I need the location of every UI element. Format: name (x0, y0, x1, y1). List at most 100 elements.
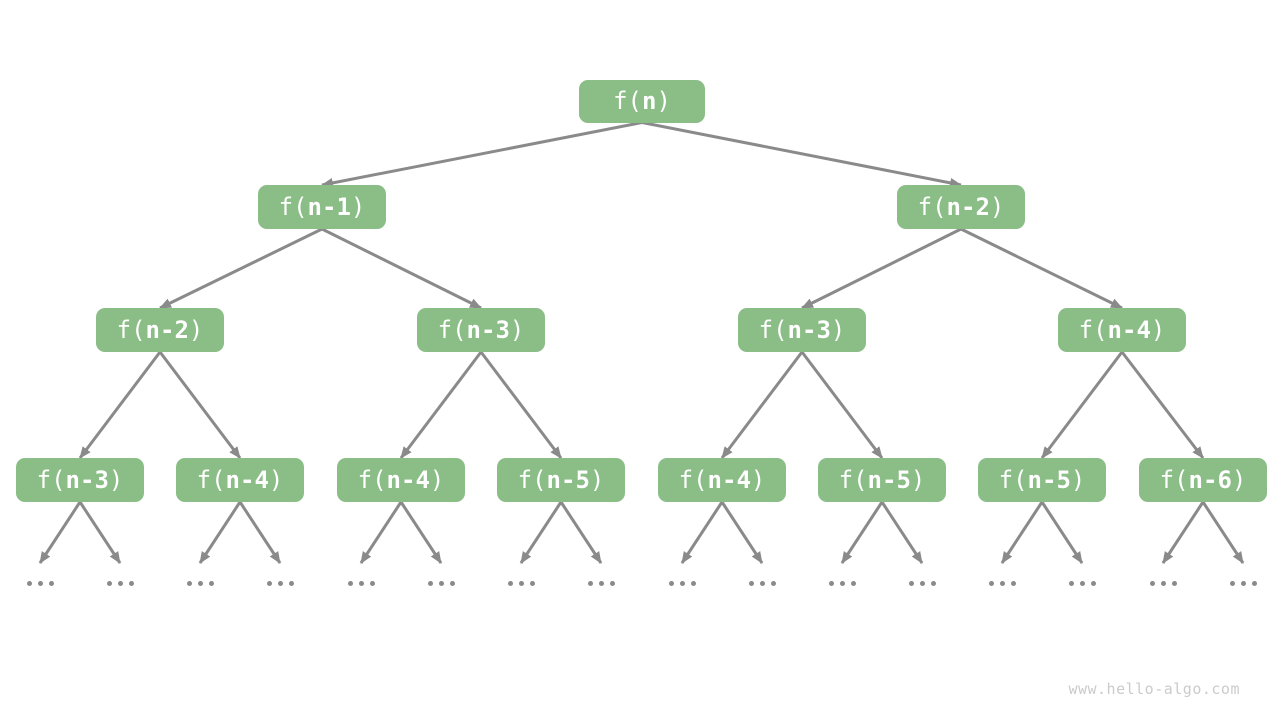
node-label-prefix: f( (196, 466, 226, 494)
ellipsis-dot (588, 581, 593, 586)
ellipsis-node-e12 (989, 581, 1016, 586)
node-label-suffix: ) (750, 466, 766, 494)
edge-arrow (960, 227, 1123, 310)
edge-arrow (158, 351, 242, 459)
edge-arrow (399, 501, 443, 564)
edge-arrow (880, 501, 924, 564)
node-label-suffix: ) (268, 466, 284, 494)
ellipsis-dot (428, 581, 433, 586)
node-label-suffix: ) (989, 193, 1005, 221)
ellipsis-dot (1161, 581, 1166, 586)
ellipsis-dot (989, 581, 994, 586)
node-label-prefix: f( (1159, 466, 1189, 494)
ellipsis-node-e13 (1069, 581, 1096, 586)
ellipsis-dot (1080, 581, 1085, 586)
node-label-arg: n-4 (707, 466, 751, 494)
ellipsis-dot (359, 581, 364, 586)
ellipsis-dot (1011, 581, 1016, 586)
node-label-prefix: f( (613, 87, 642, 115)
ellipsis-node-e1 (107, 581, 134, 586)
node-label-arg: n-2 (946, 193, 990, 221)
ellipsis-dot (909, 581, 914, 586)
edge-arrow (1201, 501, 1245, 564)
node-label-suffix: ) (108, 466, 124, 494)
tree-node-n0: f(n) (579, 79, 705, 123)
watermark: www.hello-algo.com (1068, 680, 1240, 698)
node-label-arg: n-1 (307, 193, 351, 221)
node-label-prefix: f( (36, 466, 66, 494)
ellipsis-dot (920, 581, 925, 586)
node-label-arg: n-4 (225, 466, 269, 494)
ellipsis-dot (209, 581, 214, 586)
node-label-prefix: f( (116, 316, 146, 344)
node-label-prefix: f( (758, 316, 788, 344)
tree-node-n14: f(n-6) (1139, 458, 1267, 502)
ellipsis-node-e2 (187, 581, 214, 586)
ellipsis-dot (289, 581, 294, 586)
tree-node-n1: f(n-1) (258, 185, 386, 229)
edge-arrow (38, 501, 82, 564)
ellipsis-dot (267, 581, 272, 586)
tree-node-n5: f(n-3) (738, 308, 866, 352)
edge-arrow (720, 351, 804, 459)
ellipsis-dot (669, 581, 674, 586)
edge-arrow (321, 227, 482, 310)
ellipsis-dot (1069, 581, 1074, 586)
edge-arrow (359, 501, 403, 564)
node-label-prefix: f( (1078, 316, 1108, 344)
edge-arrow (680, 501, 724, 564)
edge-arrow (720, 501, 764, 564)
node-label-arg: n-3 (466, 316, 510, 344)
edge-arrow (238, 501, 282, 564)
ellipsis-dot (49, 581, 54, 586)
node-label-suffix: ) (830, 316, 846, 344)
node-label-arg: n-4 (386, 466, 430, 494)
tree-node-n2: f(n-2) (897, 185, 1025, 229)
node-label-suffix: ) (656, 87, 671, 115)
node-label-arg: n-4 (1107, 316, 1151, 344)
ellipsis-dot (519, 581, 524, 586)
ellipsis-dot (1172, 581, 1177, 586)
ellipsis-dot (771, 581, 776, 586)
ellipsis-dot (370, 581, 375, 586)
ellipsis-dot (118, 581, 123, 586)
node-label-suffix: ) (509, 316, 525, 344)
edge-arrow (1040, 501, 1084, 564)
ellipsis-dot (107, 581, 112, 586)
ellipsis-dot (610, 581, 615, 586)
tree-node-n12: f(n-5) (818, 458, 946, 502)
ellipsis-node-e4 (348, 581, 375, 586)
node-label-prefix: f( (998, 466, 1028, 494)
ellipsis-dot (129, 581, 134, 586)
ellipsis-dot (1091, 581, 1096, 586)
node-label-suffix: ) (1070, 466, 1086, 494)
ellipsis-dot (931, 581, 936, 586)
edge-arrow (399, 351, 483, 459)
edge-arrow (159, 227, 323, 310)
edge-arrow (1040, 351, 1124, 459)
node-label-arg: n-3 (787, 316, 831, 344)
ellipsis-dot (508, 581, 513, 586)
ellipsis-dot (187, 581, 192, 586)
ellipsis-node-e8 (669, 581, 696, 586)
ellipsis-dot (450, 581, 455, 586)
edge-arrow (559, 501, 603, 564)
ellipsis-dot (829, 581, 834, 586)
ellipsis-dot (760, 581, 765, 586)
tree-node-n6: f(n-4) (1058, 308, 1186, 352)
node-label-prefix: f( (437, 316, 467, 344)
ellipsis-node-e11 (909, 581, 936, 586)
node-label-arg: n-3 (65, 466, 109, 494)
node-label-suffix: ) (429, 466, 445, 494)
ellipsis-node-e0 (27, 581, 54, 586)
edge-arrow (1000, 501, 1044, 564)
ellipsis-dot (851, 581, 856, 586)
edge-arrow (479, 351, 563, 459)
node-label-arg: n-6 (1188, 466, 1232, 494)
node-label-prefix: f( (517, 466, 547, 494)
tree-node-n9: f(n-4) (337, 458, 465, 502)
node-label-prefix: f( (838, 466, 868, 494)
ellipsis-node-e15 (1230, 581, 1257, 586)
edge-arrow (1161, 501, 1205, 564)
